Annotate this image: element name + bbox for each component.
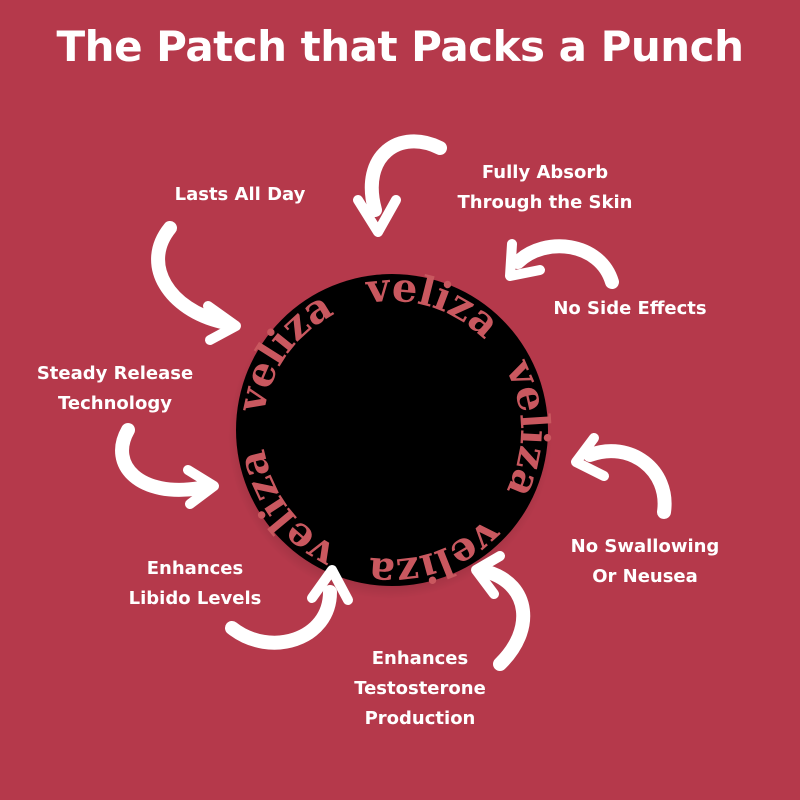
arrow-icon-steady-release bbox=[115, 423, 219, 509]
patch-circle bbox=[236, 274, 548, 586]
arrow-icon-lasts-all-day bbox=[151, 221, 241, 345]
benefit-no-swallowing: No Swallowing Or Neusea bbox=[570, 536, 720, 587]
arrow-icon-testosterone bbox=[471, 551, 531, 671]
benefit-no-side-effects: No Side Effects bbox=[553, 298, 707, 319]
benefit-steady-release: Steady Release Technology bbox=[36, 363, 194, 414]
benefit-lasts-all-day: Lasts All Day bbox=[174, 184, 306, 205]
arrow-icon-libido bbox=[225, 565, 353, 650]
benefit-fully-absorb: Fully Absorb Through the Skin bbox=[457, 162, 633, 213]
page-title: The Patch that Packs a Punch bbox=[56, 22, 744, 71]
arrow-icon-no-side-effects bbox=[505, 239, 619, 289]
arrow-icon-fully-absorb bbox=[353, 134, 447, 237]
benefit-libido: Enhances Libido Levels bbox=[128, 558, 262, 609]
benefit-testosterone: Enhances Testosterone Production bbox=[354, 648, 486, 729]
arrow-icon-no-swallowing bbox=[571, 433, 672, 519]
